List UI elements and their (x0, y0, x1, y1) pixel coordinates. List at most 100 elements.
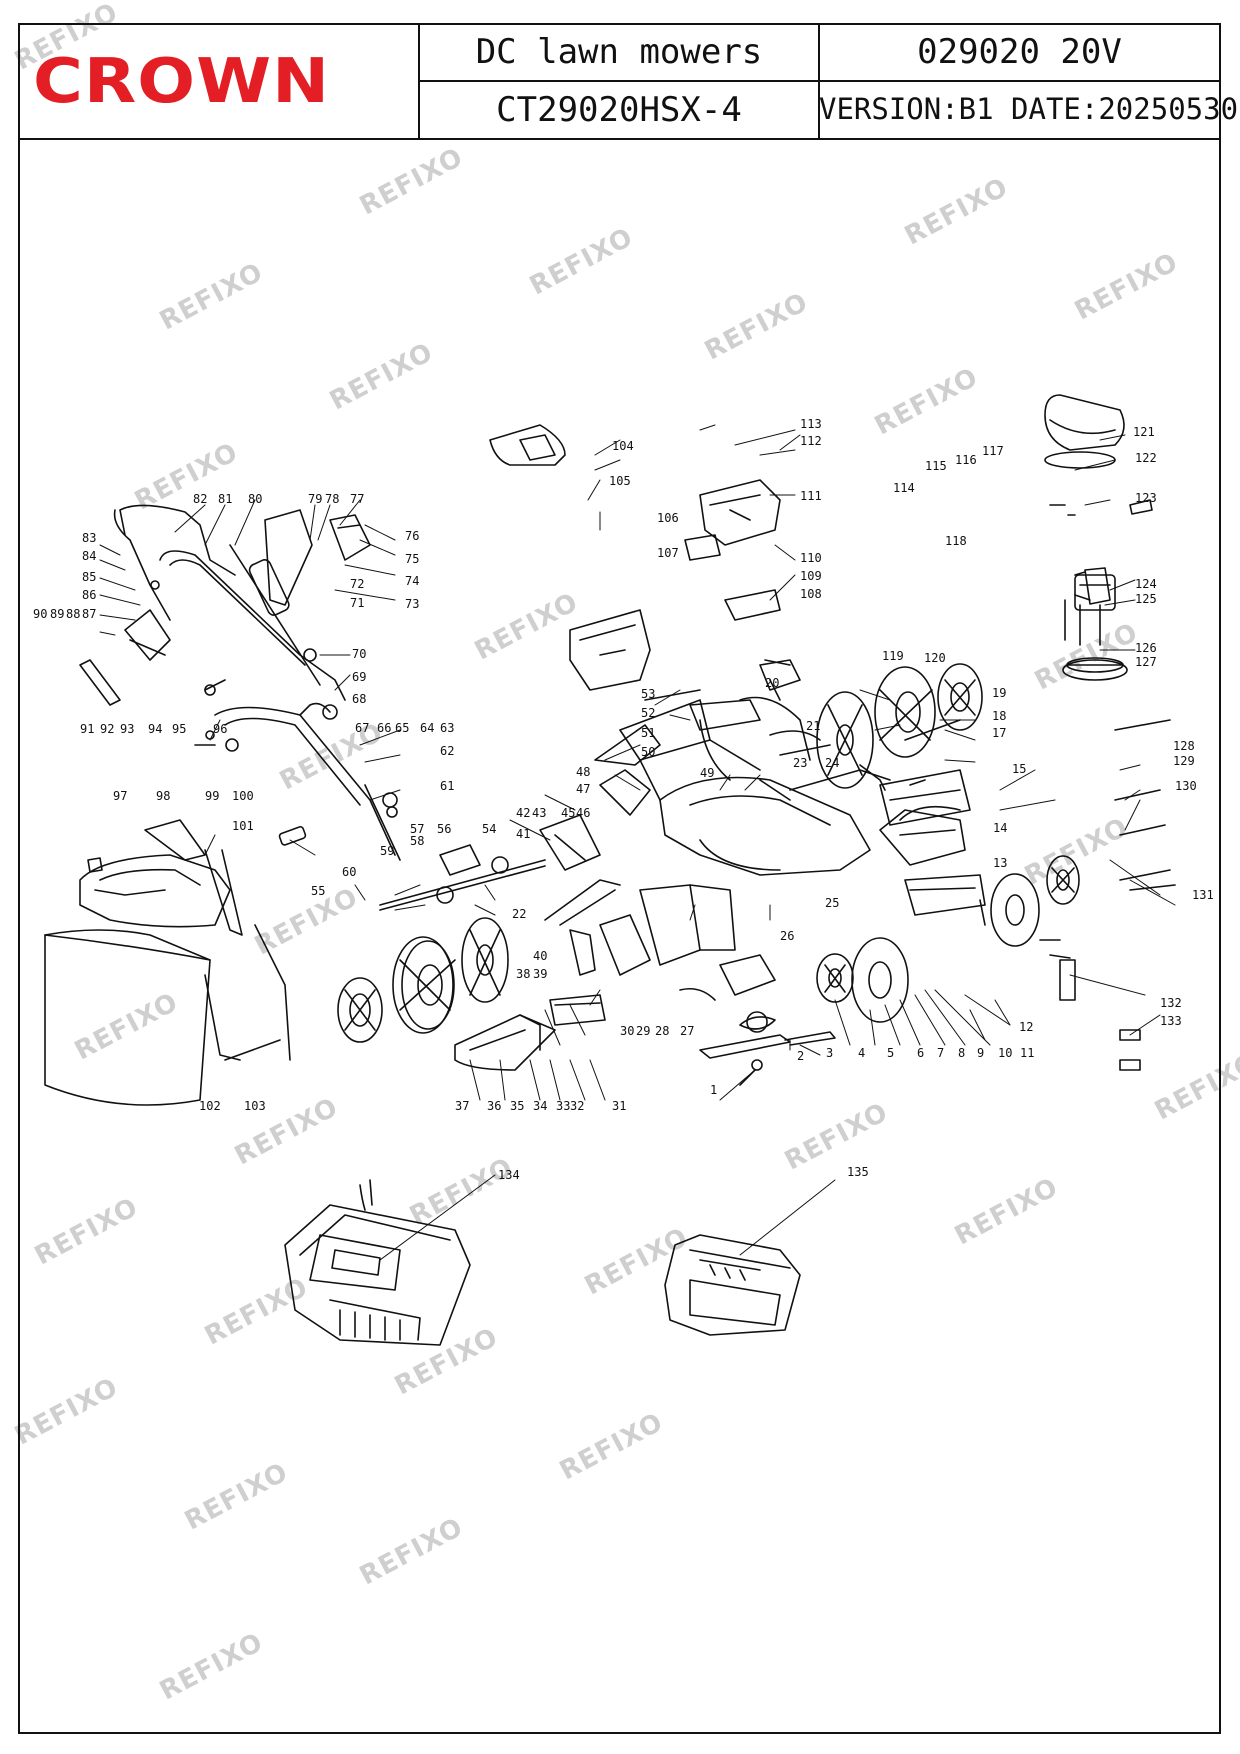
part-label: 46 (576, 806, 591, 820)
motor-assembly (1039, 394, 1176, 1071)
part-label: 116 (955, 453, 977, 467)
part-label: 7 (937, 1046, 945, 1060)
part-label: 104 (612, 439, 634, 453)
part-label: 115 (925, 459, 947, 473)
part-label: 120 (924, 651, 946, 665)
part-label: 122 (1135, 451, 1157, 465)
part-label: 92 (100, 722, 115, 736)
part-label: 130 (1175, 779, 1197, 793)
part-label: 9 (977, 1046, 985, 1060)
part-label: 129 (1173, 754, 1195, 768)
part-label: 6 (917, 1046, 925, 1060)
part-label: 111 (800, 489, 822, 503)
part-label: 62 (440, 744, 455, 758)
part-label: 67 (355, 721, 370, 735)
part-label: 64 (420, 721, 435, 735)
part-label: 27 (680, 1024, 695, 1038)
chute-assembly (454, 884, 776, 1071)
part-label: 132 (1160, 996, 1182, 1010)
part-label: 26 (780, 929, 795, 943)
part-label: 102 (199, 1099, 221, 1113)
part-label: 126 (1135, 641, 1157, 655)
part-label: 28 (655, 1024, 670, 1038)
part-label: 79 (308, 492, 323, 506)
part-label: 112 (800, 434, 822, 448)
wheels (337, 663, 1080, 1043)
grass-catcher-assembly (44, 819, 291, 1106)
part-label: 84 (82, 549, 97, 563)
part-label: 133 (1160, 1014, 1182, 1028)
part-label: 85 (82, 570, 97, 584)
part-label: 13 (993, 856, 1008, 870)
part-label: 12 (1019, 1020, 1034, 1034)
part-label: 63 (440, 721, 455, 735)
part-label: 42 (516, 806, 531, 820)
part-label: 100 (232, 789, 254, 803)
leader-lines (99, 424, 1176, 1261)
part-label: 38 (516, 967, 531, 981)
part-label: 124 (1135, 577, 1157, 591)
part-label: 73 (405, 597, 420, 611)
part-label: 66 (377, 721, 392, 735)
part-label: 30 (620, 1024, 635, 1038)
part-label: 21 (806, 719, 821, 733)
part-label: 97 (113, 789, 128, 803)
part-label: 76 (405, 529, 420, 543)
part-label: 37 (455, 1099, 470, 1113)
part-label: 31 (612, 1099, 627, 1113)
part-label: 82 (193, 492, 208, 506)
part-label: 98 (156, 789, 171, 803)
part-label: 19 (992, 686, 1007, 700)
part-label: 93 (120, 722, 135, 736)
part-label: 53 (641, 687, 656, 701)
charger-and-battery (284, 1179, 801, 1346)
part-label: 80 (248, 492, 263, 506)
part-label: 1 (710, 1083, 718, 1097)
part-label: 4 (858, 1046, 866, 1060)
part-label: 22 (512, 907, 527, 921)
part-label: 52 (641, 706, 656, 720)
part-label: 109 (800, 569, 822, 583)
part-label: 3 (826, 1046, 834, 1060)
product-code: 029020 20V (917, 32, 1122, 72)
part-label: 41 (516, 827, 531, 841)
part-label: 77 (350, 492, 365, 506)
part-label: 106 (657, 511, 679, 525)
part-label: 56 (437, 822, 452, 836)
part-label: 23 (793, 756, 808, 770)
part-label: 70 (352, 647, 367, 661)
part-label: 40 (533, 949, 548, 963)
model-number: CT29020HSX-4 (496, 90, 742, 130)
part-label: 74 (405, 574, 420, 588)
part-label: 11 (1020, 1046, 1035, 1060)
part-label: 33 (556, 1099, 571, 1113)
part-label: 32 (570, 1099, 585, 1113)
part-label: 83 (82, 531, 97, 545)
part-label: 110 (800, 551, 822, 565)
part-label: 96 (213, 722, 228, 736)
part-label: 101 (232, 819, 254, 833)
part-label: 118 (945, 534, 967, 548)
part-label: 134 (498, 1168, 520, 1182)
part-label: 18 (992, 709, 1007, 723)
part-label: 94 (148, 722, 163, 736)
part-label: 127 (1135, 655, 1157, 669)
part-label: 78 (325, 492, 340, 506)
part-label: 43 (532, 806, 547, 820)
part-label: 125 (1135, 592, 1157, 606)
part-label: 29 (636, 1024, 651, 1038)
part-label: 60 (342, 865, 357, 879)
part-label: 34 (533, 1099, 548, 1113)
part-label: 123 (1135, 491, 1157, 505)
part-label: 91 (80, 722, 95, 736)
product-type: DC lawn mowers (475, 32, 763, 72)
part-label: 14 (993, 821, 1008, 835)
part-label: 50 (641, 745, 656, 759)
version-date: VERSION:B1 DATE:20250530 (819, 92, 1239, 126)
cover-assembly (489, 424, 971, 826)
part-label: 61 (440, 779, 455, 793)
part-label: 10 (998, 1046, 1013, 1060)
